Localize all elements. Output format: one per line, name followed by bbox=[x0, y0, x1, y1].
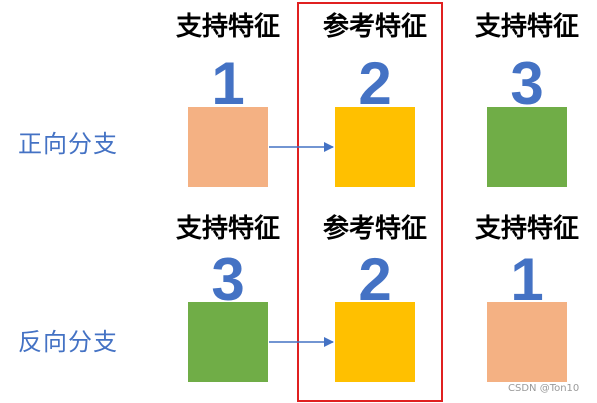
row2-col3-title: 支持特征 bbox=[474, 214, 579, 244]
row1-col3-square bbox=[487, 107, 567, 187]
row1-col1-title: 支持特征 bbox=[175, 12, 280, 42]
row2-col2-number: 2 bbox=[358, 246, 392, 313]
reverse-branch-label: 反向分支 bbox=[18, 328, 118, 356]
row2-col1-square bbox=[188, 302, 268, 382]
row2-col3-number: 1 bbox=[510, 246, 544, 313]
watermark: CSDN @Ton10 bbox=[508, 383, 580, 394]
row2-col3-square bbox=[487, 302, 567, 382]
row1-col3-number: 3 bbox=[510, 50, 544, 117]
row2-col1-title: 支持特征 bbox=[175, 214, 280, 244]
reference-column-highlight bbox=[297, 2, 443, 402]
row2-col2-title: 参考特征 bbox=[322, 214, 427, 244]
row1-col2-title: 参考特征 bbox=[322, 12, 427, 42]
row1-col2-square bbox=[335, 107, 415, 187]
row1-col2-number: 2 bbox=[358, 50, 392, 117]
row1-col1-square bbox=[188, 107, 268, 187]
row2-col1-number: 3 bbox=[211, 246, 245, 313]
row2-col2-square bbox=[335, 302, 415, 382]
forward-branch-label: 正向分支 bbox=[18, 130, 118, 158]
row1-col3-title: 支持特征 bbox=[474, 12, 579, 42]
row1-col1-number: 1 bbox=[211, 50, 245, 117]
